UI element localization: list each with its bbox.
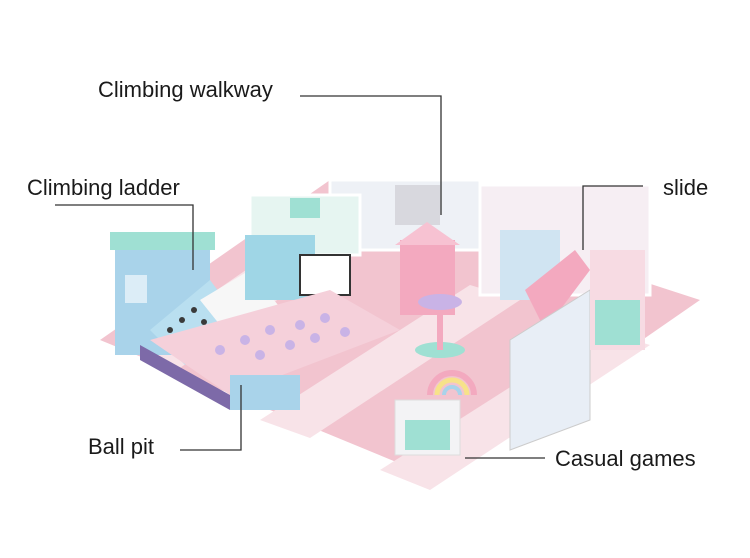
carousel-pole — [437, 305, 443, 350]
label-climbing-walkway: Climbing walkway — [98, 77, 273, 102]
game-box-front — [405, 420, 450, 450]
leader-ball-pit — [180, 385, 242, 451]
tower-roof — [110, 232, 215, 250]
ball-pit-balls — [215, 313, 350, 360]
label-climbing-ladder: Climbing ladder — [27, 175, 180, 200]
ball-pit-side — [140, 345, 230, 410]
carousel-top — [418, 294, 462, 310]
label-slide: slide — [663, 175, 709, 200]
floor-stripe-2 — [260, 285, 520, 438]
leader-slide — [582, 185, 643, 250]
right-tower-stairs — [595, 300, 640, 345]
right-panel — [509, 289, 591, 451]
slide-chute — [525, 250, 590, 330]
ball-pit — [150, 290, 400, 395]
screen-panel — [299, 254, 351, 296]
label-casual-games: Casual games — [555, 446, 696, 471]
rainbow — [427, 370, 477, 396]
tower-window — [125, 275, 147, 303]
ball-pit-wall — [230, 375, 300, 410]
mint-panel — [290, 198, 320, 218]
pink-house-roof — [395, 222, 460, 245]
leader-climbing-walkway — [300, 95, 442, 215]
walkway-net — [395, 185, 440, 225]
leader-climbing-ladder — [55, 204, 194, 270]
label-ball-pit: Ball pit — [88, 434, 155, 459]
